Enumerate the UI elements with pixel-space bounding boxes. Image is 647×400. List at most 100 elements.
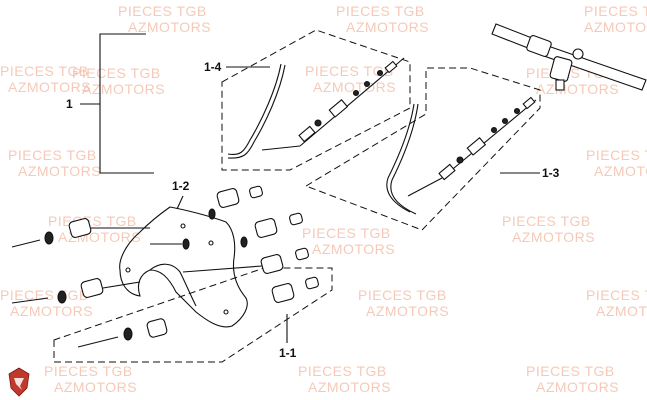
fastener-set xyxy=(11,185,319,348)
callout-1-2: 1-2 xyxy=(172,179,190,193)
svg-text:PIECES TGB: PIECES TGB xyxy=(8,147,97,163)
svg-text:AZMOTORS: AZMOTORS xyxy=(10,303,93,319)
watermark-tile: PIECES TGB AZMOTORS xyxy=(48,213,141,245)
dashed-outline xyxy=(221,29,411,171)
lock-nut xyxy=(314,119,322,127)
lock-nut xyxy=(352,89,360,97)
housing-screw xyxy=(572,48,584,60)
svg-text:PIECES TGB: PIECES TGB xyxy=(0,287,89,303)
svg-text:AZMOTORS: AZMOTORS xyxy=(594,163,647,179)
svg-text:PIECES TGB: PIECES TGB xyxy=(118,3,207,19)
rubber-spacer xyxy=(260,254,284,274)
watermark-tile: PIECES TGB AZMOTORS xyxy=(305,63,396,95)
watermark-tile: PIECES TGB AZMOTORS xyxy=(358,287,449,319)
svg-text:PIECES TGB: PIECES TGB xyxy=(305,63,394,79)
mount-hole xyxy=(223,309,229,315)
bolt xyxy=(11,239,41,248)
svg-text:PIECES TGB: PIECES TGB xyxy=(586,287,647,303)
mount-hole xyxy=(180,223,186,229)
bracket-plate-1-2 xyxy=(119,195,248,328)
bracket-plate-cutout xyxy=(149,263,197,307)
nut xyxy=(249,185,263,199)
cable-adjuster xyxy=(438,163,456,181)
svg-text:PIECES TGB: PIECES TGB xyxy=(298,363,387,379)
throttle-grip-tube xyxy=(491,23,533,49)
svg-text:AZMOTORS: AZMOTORS xyxy=(8,79,91,95)
callout-1-1: 1-1 xyxy=(279,346,297,360)
nut xyxy=(305,276,319,290)
watermark-tile: PIECES TGB AZMOTORS xyxy=(298,363,391,395)
washer xyxy=(182,238,190,250)
handlebar-throttle xyxy=(491,23,647,91)
svg-text:PIECES TGB: PIECES TGB xyxy=(336,3,425,19)
watermark-tile: PIECES TGB AZMOTORS xyxy=(502,213,595,245)
watermark-tile: PIECES TGB AZMOTORS xyxy=(72,65,165,97)
callout-1-3: 1-3 xyxy=(542,166,560,180)
nut xyxy=(289,212,303,226)
svg-text:AZMOTORS: AZMOTORS xyxy=(346,19,429,35)
washer xyxy=(208,208,216,220)
watermark-tile: PIECES TGB AZMOTORS xyxy=(302,225,395,257)
watermark-tile: PIECES TGB AZMOTORS xyxy=(336,3,429,35)
watermark-tile: PIECES TGB AZMOTORS xyxy=(0,63,91,95)
svg-text:PIECES TGB: PIECES TGB xyxy=(502,213,591,229)
svg-text:PIECES TGB: PIECES TGB xyxy=(48,213,137,229)
cable-1-4-housing xyxy=(261,145,301,151)
bolt xyxy=(77,336,119,348)
callout-1-4: 1-4 xyxy=(204,60,222,74)
cable-1-3-lower xyxy=(390,103,419,215)
svg-text:AZMOTORS: AZMOTORS xyxy=(18,163,101,179)
svg-text:AZMOTORS: AZMOTORS xyxy=(308,379,391,395)
svg-text:AZMOTORS: AZMOTORS xyxy=(512,229,595,245)
washer xyxy=(44,231,54,245)
callout-labels: 1 1-4 1-3 1-2 1-1 xyxy=(66,60,560,360)
lock-nut xyxy=(363,80,371,88)
rubber-spacer xyxy=(271,283,295,303)
mount-hole xyxy=(208,240,214,246)
svg-text:PIECES TGB: PIECES TGB xyxy=(72,65,161,81)
svg-text:PIECES TGB: PIECES TGB xyxy=(358,287,447,303)
throttle-housing xyxy=(526,35,552,57)
cable-panel-1-3 xyxy=(304,67,541,231)
cable-panel-1-4 xyxy=(221,29,411,171)
svg-text:PIECES TGB: PIECES TGB xyxy=(0,63,89,79)
bolt xyxy=(11,297,49,304)
cable-1-3-upper xyxy=(386,103,415,213)
callout-1: 1 xyxy=(66,97,73,111)
svg-text:AZMOTORS: AZMOTORS xyxy=(536,379,619,395)
rubber-spacer xyxy=(146,318,168,338)
svg-text:AZMOTORS: AZMOTORS xyxy=(584,19,647,35)
svg-text:PIECES TGB: PIECES TGB xyxy=(584,3,647,19)
cable-end-fitting xyxy=(522,96,536,110)
washer xyxy=(57,290,67,304)
bracket-line xyxy=(99,33,154,174)
leader-line-1-2 xyxy=(176,195,184,210)
watermark-tile: PIECES TGB AZMOTORS xyxy=(586,287,647,319)
watermark-tile: PIECES TGB AZMOTORS xyxy=(118,3,211,35)
watermark-tile: PIECES TGB AZMOTORS xyxy=(8,147,101,179)
lock-nut xyxy=(456,156,464,164)
nut xyxy=(295,247,309,261)
lock-nut xyxy=(376,69,384,77)
watermark-layer: PIECES TGB AZMOTORS PIECES TGB AZMOTORS … xyxy=(0,3,647,395)
svg-text:PIECES TGB: PIECES TGB xyxy=(302,225,391,241)
svg-text:PIECES TGB: PIECES TGB xyxy=(526,363,615,379)
washer xyxy=(123,327,133,341)
svg-text:AZMOTORS: AZMOTORS xyxy=(128,19,211,35)
cable-end-fitting xyxy=(384,60,398,74)
axis-line xyxy=(102,281,141,289)
svg-text:AZMOTORS: AZMOTORS xyxy=(536,81,619,97)
watermark-tile: PIECES TGB AZMOTORS xyxy=(584,3,647,35)
svg-text:AZMOTORS: AZMOTORS xyxy=(54,379,137,395)
rubber-spacer xyxy=(254,218,278,238)
mount-hole xyxy=(125,267,131,273)
svg-text:PIECES TGB: PIECES TGB xyxy=(586,147,647,163)
cable-1-3-housing xyxy=(407,177,443,197)
cable-adjuster-sleeve xyxy=(328,99,349,118)
svg-text:AZMOTORS: AZMOTORS xyxy=(596,303,647,319)
cable-1-4-lower xyxy=(227,64,286,159)
dashed-outline xyxy=(304,67,541,231)
lock-nut xyxy=(513,107,521,115)
cable-adjuster-sleeve xyxy=(466,137,487,156)
rubber-spacer xyxy=(80,278,104,298)
